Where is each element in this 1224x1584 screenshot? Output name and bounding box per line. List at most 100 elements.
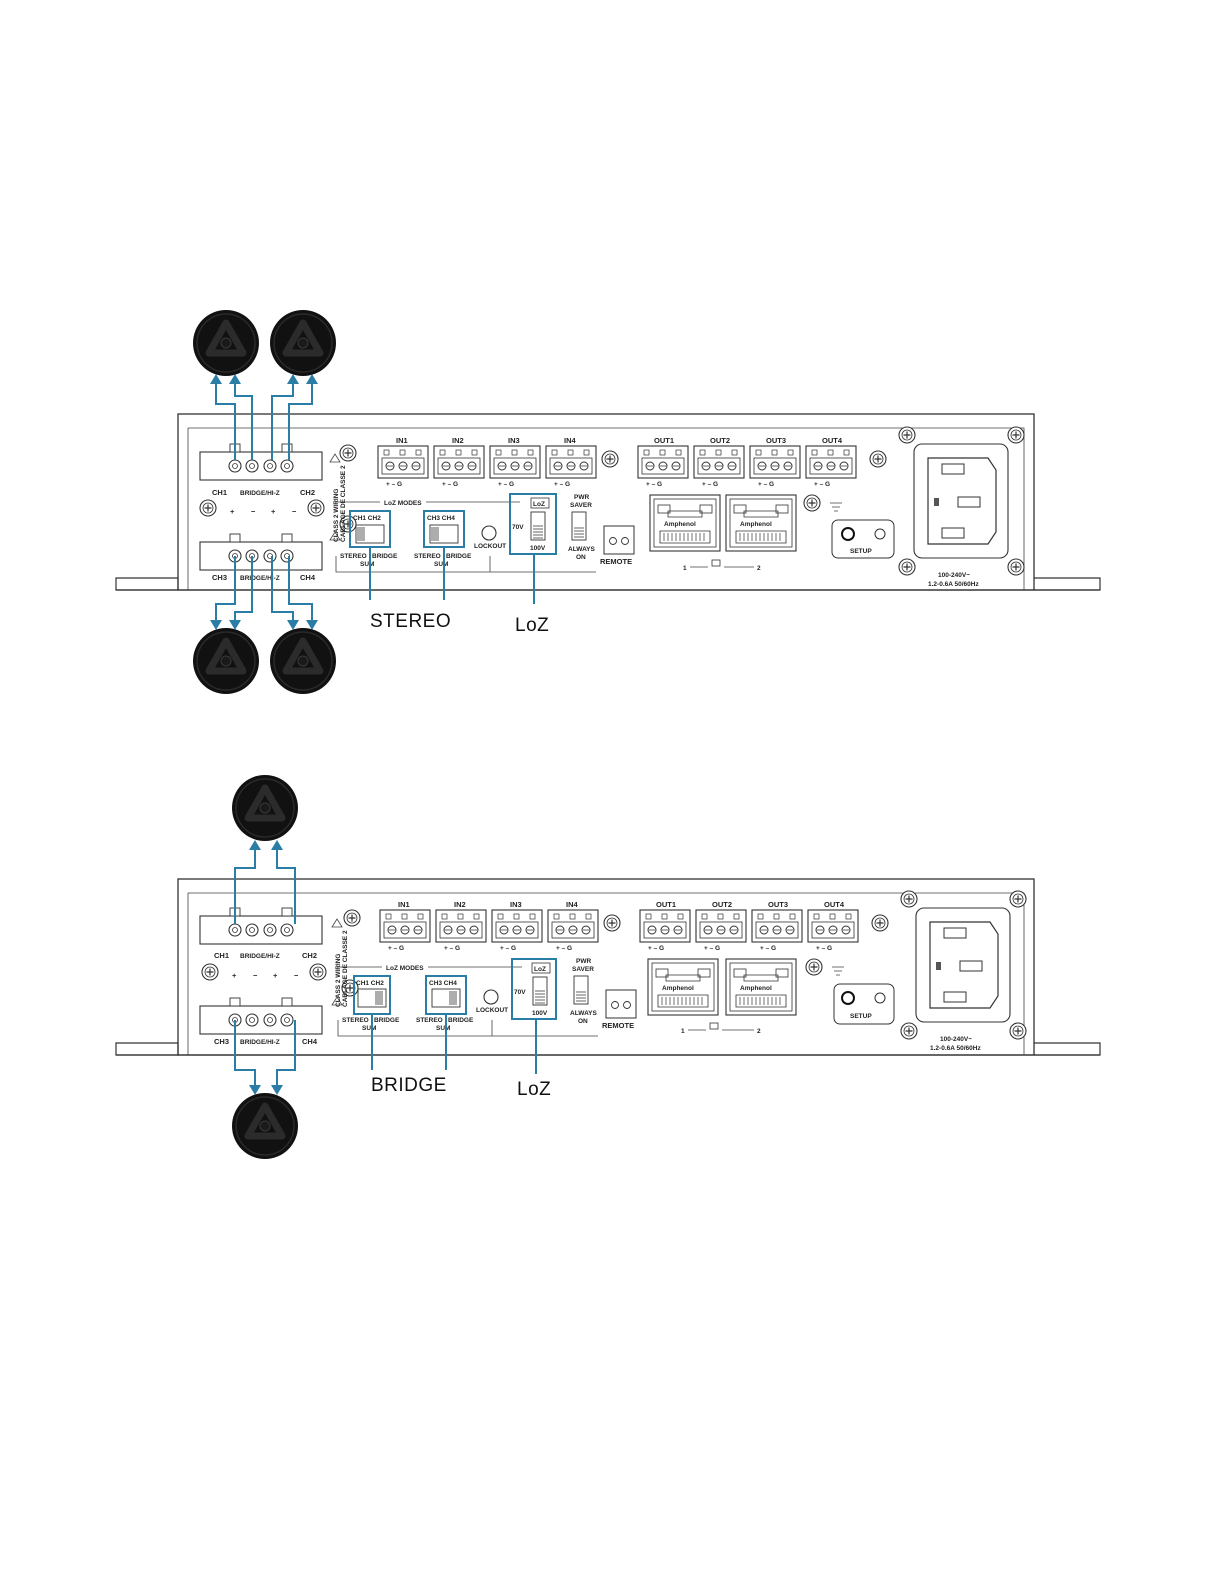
lockout-button[interactable]	[481, 525, 497, 541]
bridge-speaker-wires-top	[234, 840, 296, 924]
stereo-speaker-wires-top	[210, 374, 318, 460]
svg-text:+ – G: + – G	[498, 481, 514, 488]
in1-label: IN1	[398, 900, 410, 909]
power-rating-label: 1.2-0.6A 50/60Hz	[928, 581, 979, 588]
ch4-label: CH4	[302, 1037, 318, 1046]
ch34-mode-switch[interactable]	[429, 524, 459, 544]
mode-callout: STEREO	[370, 611, 451, 632]
class2-wiring-fr-label: CABLAGE DE CLASSE 2	[340, 465, 347, 542]
svg-text:+ – G: + – G	[646, 481, 662, 488]
stereo-label: STEREO	[342, 1017, 369, 1024]
stereo-speaker-wires-bottom	[210, 556, 318, 630]
polarity-plus: +	[273, 971, 278, 980]
svg-text:+ – G: + – G	[648, 945, 664, 952]
out2-label: OUT2	[712, 900, 732, 909]
pwr-saver-label: SAVER	[570, 502, 592, 509]
ch2-label: CH2	[300, 488, 315, 497]
pwr-saver-label: PWR	[576, 958, 591, 965]
network-icon	[711, 559, 721, 567]
screw-icon	[1007, 558, 1025, 576]
70v-label: 70V	[514, 989, 526, 996]
bridge-hiz-label: BRIDGE/HI-Z	[240, 575, 280, 582]
in4-label: IN4	[564, 436, 577, 445]
screw-icon	[898, 558, 916, 576]
ch4-label: CH4	[300, 573, 316, 582]
ch1-label: CH1	[212, 488, 227, 497]
screw-icon	[309, 963, 327, 981]
polarity-plus: +	[230, 507, 235, 516]
stereo-diagram: CH1 BRIDGE/HI-Z CH2 CH3 BRIDGE/HI-Z CH4 …	[115, 310, 1101, 694]
mode-callout: BRIDGE	[371, 1075, 447, 1096]
ch34-switch-label: CH3 CH4	[427, 515, 455, 522]
svg-text:+ – G: + – G	[442, 481, 458, 488]
remote-label: REMOTE	[600, 557, 632, 566]
in3-label: IN3	[508, 436, 520, 445]
loz-modes-label: LoZ MODES	[384, 500, 422, 507]
remote-terminal	[605, 989, 637, 1019]
out1-label: OUT1	[654, 436, 674, 445]
lockout-button[interactable]	[483, 989, 499, 1005]
ground-icon	[830, 502, 842, 512]
setup-button[interactable]	[841, 527, 855, 541]
setup-button[interactable]	[841, 991, 855, 1005]
stereo-label: STEREO	[416, 1017, 443, 1024]
setup-indicator	[874, 528, 886, 540]
screw-icon	[1007, 426, 1025, 444]
bridge-hiz-label: BRIDGE/HI-Z	[240, 1039, 280, 1046]
power-saver-switch[interactable]	[573, 975, 589, 1005]
screw-icon	[307, 499, 325, 517]
power-inlet	[915, 907, 1011, 1023]
power-inlet	[913, 443, 1009, 559]
out4-label: OUT4	[822, 436, 843, 445]
screw-icon	[343, 909, 361, 927]
screw-icon	[603, 914, 621, 932]
ch34-mode-switch[interactable]	[431, 988, 461, 1008]
input-terminals: IN1 IN2 IN3 IN4 + – G + – G + – G + – G	[377, 436, 597, 488]
in2-label: IN2	[452, 436, 464, 445]
bridge-hiz-label: BRIDGE/HI-Z	[240, 953, 280, 960]
bridge-label: BRIDGE	[372, 553, 398, 560]
svg-text:+ – G: + – G	[816, 945, 832, 952]
out4-label: OUT4	[824, 900, 845, 909]
speaker-icon	[193, 628, 259, 694]
svg-text:+ – G: + – G	[444, 945, 460, 952]
out1-label: OUT1	[656, 900, 676, 909]
100v-label: 100V	[532, 1010, 548, 1017]
loz-modes-label: LoZ MODES	[386, 965, 424, 972]
stereo-label: STEREO	[414, 553, 441, 560]
polarity-minus: −	[292, 507, 297, 516]
net-port-2-label: 2	[757, 565, 761, 572]
out3-label: OUT3	[766, 436, 786, 445]
screw-icon	[871, 914, 889, 932]
polarity-minus: −	[251, 507, 256, 516]
polarity-plus: +	[271, 507, 276, 516]
polarity-plus: +	[232, 971, 237, 980]
ch12-mode-switch[interactable]	[355, 524, 385, 544]
class2-wiring-label: CLASS 2 WIRING	[335, 954, 342, 1007]
sum-label: SUM	[434, 561, 448, 568]
ch12-mode-switch[interactable]	[357, 988, 387, 1008]
loz-switch-label: LoZ	[533, 501, 545, 508]
power-rating-label: 100-240V~	[938, 572, 970, 579]
speaker-icon	[232, 1093, 298, 1159]
setup-label: SETUP	[850, 1013, 872, 1020]
power-saver-switch[interactable]	[571, 511, 587, 541]
impedance-callout: LoZ	[517, 1079, 551, 1100]
ground-icon	[832, 966, 844, 976]
lockout-label: LOCKOUT	[474, 543, 506, 550]
svg-text:+ – G: + – G	[554, 481, 570, 488]
svg-text:+ – G: + – G	[556, 945, 572, 952]
out2-label: OUT2	[710, 436, 730, 445]
amphenol-label: Amphenol	[662, 985, 694, 992]
screw-icon	[601, 450, 619, 468]
ch12-switch-label: CH1 CH2	[353, 515, 381, 522]
sum-label: SUM	[362, 1025, 376, 1032]
stereo-label: STEREO	[340, 553, 367, 560]
speaker-icon	[232, 775, 298, 841]
loz-switch-label: LoZ	[534, 966, 546, 973]
net-port-2-label: 2	[757, 1028, 761, 1035]
screw-icon	[898, 426, 916, 444]
svg-text:+ – G: + – G	[704, 945, 720, 952]
screw-icon	[869, 450, 887, 468]
in4-label: IN4	[566, 900, 579, 909]
